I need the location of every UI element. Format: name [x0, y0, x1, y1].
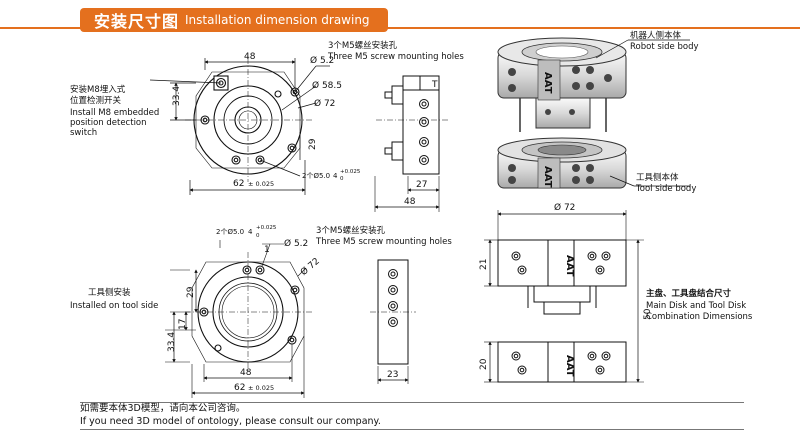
top-side-view [374, 75, 448, 212]
bottom-dim-1: 1 [264, 245, 270, 255]
page-title-cn: 安装尺寸图 [94, 12, 180, 31]
bottom-dim-dia-72: Ø 72 [298, 256, 321, 278]
pin-tol-down: 0 [340, 176, 344, 182]
sensor-label-cn-1: 安装M8埋入式 [70, 84, 126, 95]
bottom-dim-29: 29 [186, 286, 196, 298]
bottom-dim-62: 62 [234, 383, 245, 393]
robot-side-body-render [497, 37, 627, 132]
robot-side-label-cn: 机器人侧本体 [630, 30, 682, 41]
combo-label-en-2: Combination Dimensions [646, 312, 753, 322]
tool-side-label-en: Installed on tool side [70, 301, 158, 311]
footer-line-cn: 如需要本体3D模型，请向本公司咨询。 [80, 403, 246, 414]
combination-drawing [484, 210, 644, 383]
bottom-side-view [370, 259, 416, 384]
side-mark-t: T [431, 80, 438, 90]
combo-label-cn: 主盘、工具盘结合尺寸 [646, 288, 732, 299]
combo-dim-50: 50 [643, 308, 653, 320]
pin-spec: 2个Ø5.0 [302, 172, 330, 180]
sensor-label-en-2: position detection [70, 118, 147, 128]
bottom-dim-tol: ± 0.025 [248, 384, 274, 392]
top-front-view [185, 58, 312, 182]
tool-side-body-label-cn: 工具侧本体 [636, 172, 679, 183]
combo-logo-top: AAT [564, 255, 575, 277]
bottom-dim-48: 48 [240, 368, 252, 378]
bottom-holes-en: Three M5 screw mounting holes [315, 237, 452, 247]
page-title: 安装尺寸图 Installation dimension drawing [80, 8, 388, 32]
bottom-pin-tol-num: 4 [248, 228, 253, 236]
footer-line-en: If you need 3D model of ontology, please… [80, 415, 381, 427]
top-holes-cn: 3个M5螺丝安装孔 [328, 40, 398, 51]
bottom-pin-tol-down: 0 [256, 233, 260, 239]
right-leader-lines [595, 39, 690, 187]
tool-side-body-render [497, 137, 627, 189]
combo-label-en-1: Main Disk and Tool Disk [646, 301, 746, 311]
header-rule [0, 27, 800, 29]
dim-dia-58: Ø 58.5 [312, 80, 342, 91]
sensor-label-cn-2: 位置检测开关 [70, 95, 122, 106]
top-front-dimensions [149, 58, 330, 195]
tool-side-body-label-en: Tool side body [635, 184, 696, 194]
pin-tol-up: +0.025 [340, 169, 361, 175]
dim-bottom-tol: ± 0.025 [248, 180, 274, 188]
bottom-dim-bolt-dia: Ø 5.2 [284, 238, 308, 249]
bottom-pin-tol-up: +0.025 [256, 225, 277, 231]
sensor-label-en-1: Install M8 embedded [70, 108, 159, 118]
dim-bolt-dia: Ø 5.2 [310, 55, 334, 66]
sensor-label-en-3: switch [70, 128, 97, 138]
combo-dim-21: 21 [479, 259, 489, 270]
bottom-pin-spec: 2个Ø5.0 [216, 228, 244, 236]
page-title-en: Installation dimension drawing [185, 13, 370, 27]
dim-width-48: 48 [244, 52, 256, 62]
dim-dia-72: Ø 72 [314, 98, 335, 109]
bottom-holes-cn: 3个M5螺丝安装孔 [316, 225, 386, 236]
tool-side-label-cn: 工具侧安装 [88, 287, 131, 298]
bottom-front-view [165, 240, 312, 398]
footer-note: 如需要本体3D模型，请向本公司咨询。 If you need 3D model … [80, 402, 744, 430]
robot-side-label-en: Robot side body [630, 42, 699, 52]
bottom-dim-33: 33.4 [167, 332, 177, 352]
dim-29: 29 [308, 138, 318, 150]
tool-side-logo: AAT [542, 166, 553, 188]
bottom-dim-23: 23 [387, 370, 398, 380]
combo-logo-bottom: AAT [564, 355, 575, 377]
dim-bottom-62: 62 [233, 179, 244, 189]
dim-height-33: 33.4 [172, 86, 182, 106]
header-bar [0, 8, 800, 30]
robot-side-logo: AAT [542, 72, 553, 94]
top-holes-en: Three M5 screw mounting holes [327, 52, 464, 62]
bottom-dim-17: 17 [178, 319, 188, 330]
combo-dim-dia-72: Ø 72 [554, 202, 575, 213]
dim-side-48: 48 [404, 197, 416, 207]
pin-tol-num: 4 [333, 172, 338, 180]
dim-27: 27 [416, 180, 427, 190]
combo-dim-20: 20 [479, 358, 489, 370]
